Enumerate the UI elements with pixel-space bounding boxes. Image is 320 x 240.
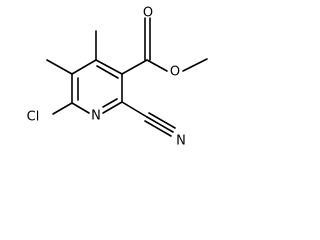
ring-bond-c3-c4 — [95, 59, 123, 79]
ring-bond-n1-c2 — [102, 98, 123, 114]
ring-bond-c4-c5 — [71, 59, 97, 75]
atom-label-ring-nitrogen: N — [91, 109, 101, 124]
atom-label-ester-oxygen: O — [170, 65, 180, 80]
chemical-structure: O O Cl N N — [27, 6, 208, 149]
bond-ester-o-methyl — [182, 58, 208, 72]
bond-nitrile-triple — [144, 112, 176, 137]
atom-label-nitrile-nitrogen: N — [176, 134, 186, 149]
bond-c3-carbonyl — [121, 59, 148, 75]
ring-bond-c5-c6 — [71, 73, 79, 104]
atom-labels: O O Cl N N — [27, 6, 186, 149]
bonds — [46, 17, 208, 137]
bond-c5-methyl — [46, 59, 73, 75]
atom-label-carbonyl-oxygen: O — [143, 6, 153, 21]
bond-c6-cl — [52, 102, 73, 115]
bond-c2-nitrile-carbon — [121, 101, 148, 118]
bond-carbonyl-double-o — [144, 17, 151, 61]
bond-carbonyl-ester-o — [146, 59, 168, 72]
atom-label-chlorine: Cl — [27, 110, 40, 125]
ring-bond-c6-n1 — [71, 102, 90, 114]
